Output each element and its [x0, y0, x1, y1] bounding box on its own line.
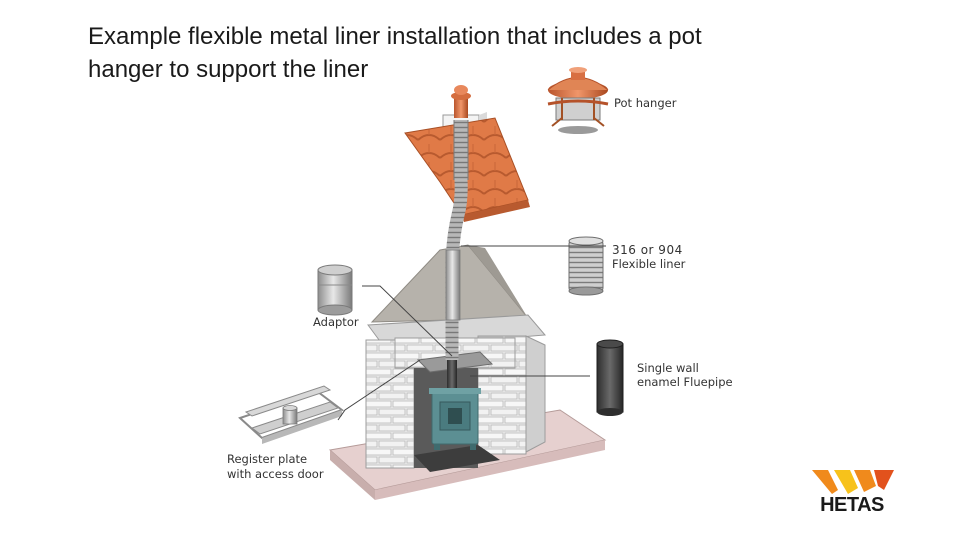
- register-plate-illustration: [238, 385, 345, 444]
- title-line-1: Example flexible metal liner installatio…: [88, 23, 702, 50]
- hetas-logo-text: HETAS: [820, 494, 884, 516]
- adaptor-illustration: [317, 264, 353, 316]
- label-single-wall: Single wall: [637, 361, 699, 375]
- slide-title: Example flexible metal liner installatio…: [88, 20, 808, 86]
- title-line-2: hanger to support the liner: [88, 56, 369, 83]
- label-pot-hanger: Pot hanger: [614, 96, 677, 110]
- fire-recess-floor: [414, 445, 500, 472]
- label-enamel-fluepipe: enamel Fluepipe: [637, 375, 733, 389]
- label-flexible-liner: Flexible liner: [612, 257, 686, 271]
- label-access-door: with access door: [227, 467, 324, 481]
- wood-stove: [429, 388, 481, 450]
- hetas-logo-mark: [812, 470, 894, 494]
- leader-register: [337, 359, 421, 421]
- single-wall-fluepipe-illustration: [596, 339, 624, 416]
- pot-hanger-illustration: [547, 67, 609, 134]
- chimney-pot: [454, 98, 468, 118]
- flexible-liner-illustration: [568, 236, 604, 296]
- flue-pipe: [447, 360, 457, 394]
- label-adaptor: Adaptor: [313, 315, 359, 329]
- leader-adaptor: [362, 285, 453, 357]
- label-liner-grade: 316 or 904: [612, 243, 683, 257]
- label-register-plate: Register plate: [227, 452, 307, 466]
